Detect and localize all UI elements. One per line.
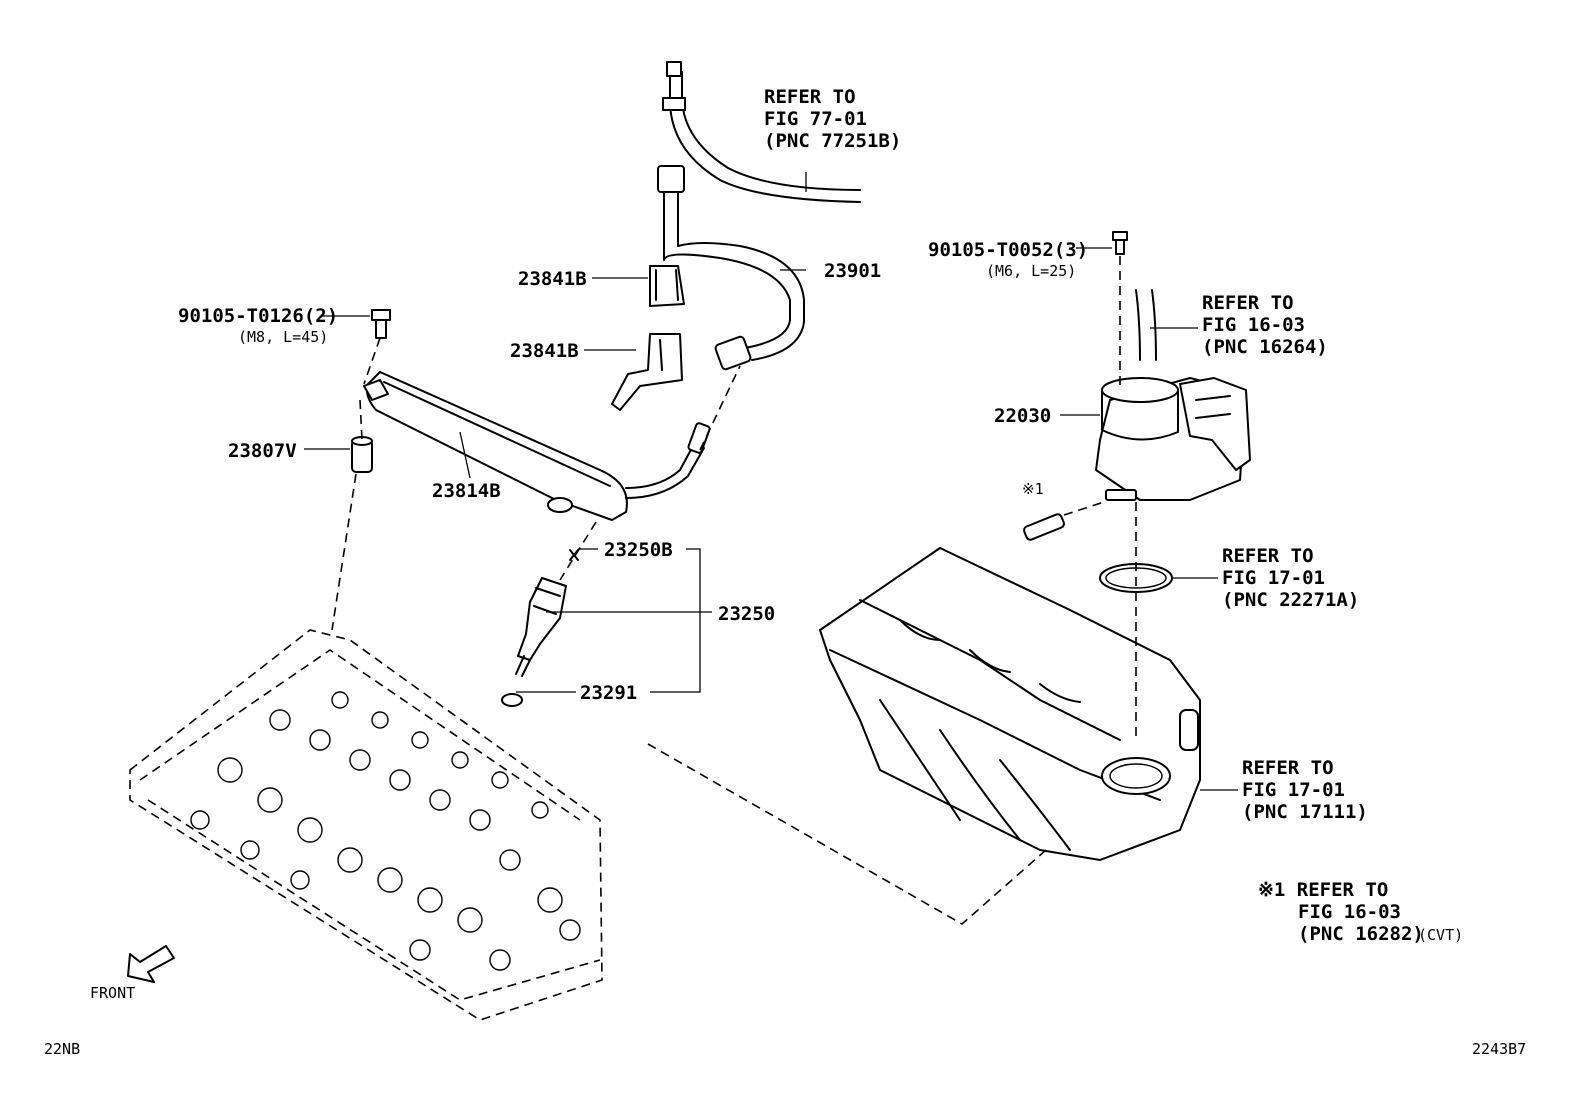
svg-text:REFER TO: REFER TO — [1202, 292, 1294, 314]
alignment-lines — [331, 256, 1137, 925]
water-hose-16264 — [1135, 289, 1157, 361]
label-23250: 23250 — [718, 603, 775, 625]
label-front: FRONT — [90, 984, 135, 1002]
throttle-body — [1095, 377, 1251, 501]
intake-manifold — [819, 547, 1201, 861]
svg-text:REFER TO: REFER TO — [764, 86, 856, 108]
label-23841b-lower: 23841B — [510, 340, 579, 362]
label-23291: 23291 — [580, 682, 637, 704]
callout-refer-16264: REFER TO FIG 16-03 (PNC 16264) — [1202, 292, 1328, 358]
label-bolt-throttle-spec: (M6, L=25) — [986, 262, 1076, 280]
svg-text:REFER TO: REFER TO — [1222, 545, 1314, 567]
svg-text:(PNC 22271A): (PNC 22271A) — [1222, 589, 1359, 611]
callout-refer-77-01: REFER TO FIG 77-01 (PNC 77251B) — [764, 86, 901, 152]
svg-text:REFER TO: REFER TO — [1242, 757, 1334, 779]
callout-refer-17111: REFER TO FIG 17-01 (PNC 17111) — [1242, 757, 1368, 823]
svg-text:FIG 16-03: FIG 16-03 — [1202, 314, 1305, 336]
fuel-hose — [657, 61, 861, 371]
bolt-90105-t0052 — [1112, 231, 1128, 255]
note-refer-16282: ※1 REFER TO FIG 16-03 (PNC 16282) (CVT) — [1258, 879, 1463, 945]
svg-text:FIG 16-03: FIG 16-03 — [1298, 901, 1401, 923]
svg-text:※1 REFER TO: ※1 REFER TO — [1258, 879, 1388, 901]
label-22030: 22030 — [994, 405, 1051, 427]
engine-code: 22NB — [44, 1040, 80, 1058]
leader-lines — [304, 172, 1238, 791]
label-bolt-90105-t0126: 90105-T0126(2) — [178, 305, 338, 327]
svg-text:(PNC 77251B): (PNC 77251B) — [764, 130, 901, 152]
svg-text:FIG 77-01: FIG 77-01 — [764, 108, 867, 130]
bolt-90105-t0126 — [371, 309, 391, 339]
svg-text:(PNC 16282): (PNC 16282) — [1298, 923, 1424, 945]
label-23841b-upper: 23841B — [518, 268, 587, 290]
svg-text:(PNC 17111): (PNC 17111) — [1242, 801, 1368, 823]
label-23901: 23901 — [824, 260, 881, 282]
clamp-23841b-lower — [611, 333, 683, 411]
label-23814b: 23814B — [432, 480, 501, 502]
label-bolt-rail-spec: (M8, L=45) — [238, 328, 328, 346]
figure-code: 2243B7 — [1472, 1040, 1526, 1058]
svg-text:FIG 17-01: FIG 17-01 — [1222, 567, 1325, 589]
fuel-delivery-pipe — [363, 371, 711, 521]
label-23250b: 23250B — [604, 539, 673, 561]
collar-23807v — [351, 436, 373, 473]
label-note-marker: ※1 — [1022, 480, 1044, 498]
svg-text:(CVT): (CVT) — [1418, 926, 1463, 944]
label-23807v: 23807V — [228, 440, 297, 462]
fuel-injector — [501, 549, 579, 707]
hose-note-1 — [1023, 513, 1065, 541]
cylinder-head — [129, 629, 603, 1021]
svg-text:(PNC 16264): (PNC 16264) — [1202, 336, 1328, 358]
label-bolt-90105-t0052: 90105-T0052(3) — [928, 239, 1088, 261]
clamp-23841b-upper — [649, 265, 685, 307]
svg-text:FIG 17-01: FIG 17-01 — [1242, 779, 1345, 801]
front-direction-arrow-icon — [127, 945, 175, 983]
callout-refer-22271a: REFER TO FIG 17-01 (PNC 22271A) — [1222, 545, 1359, 611]
